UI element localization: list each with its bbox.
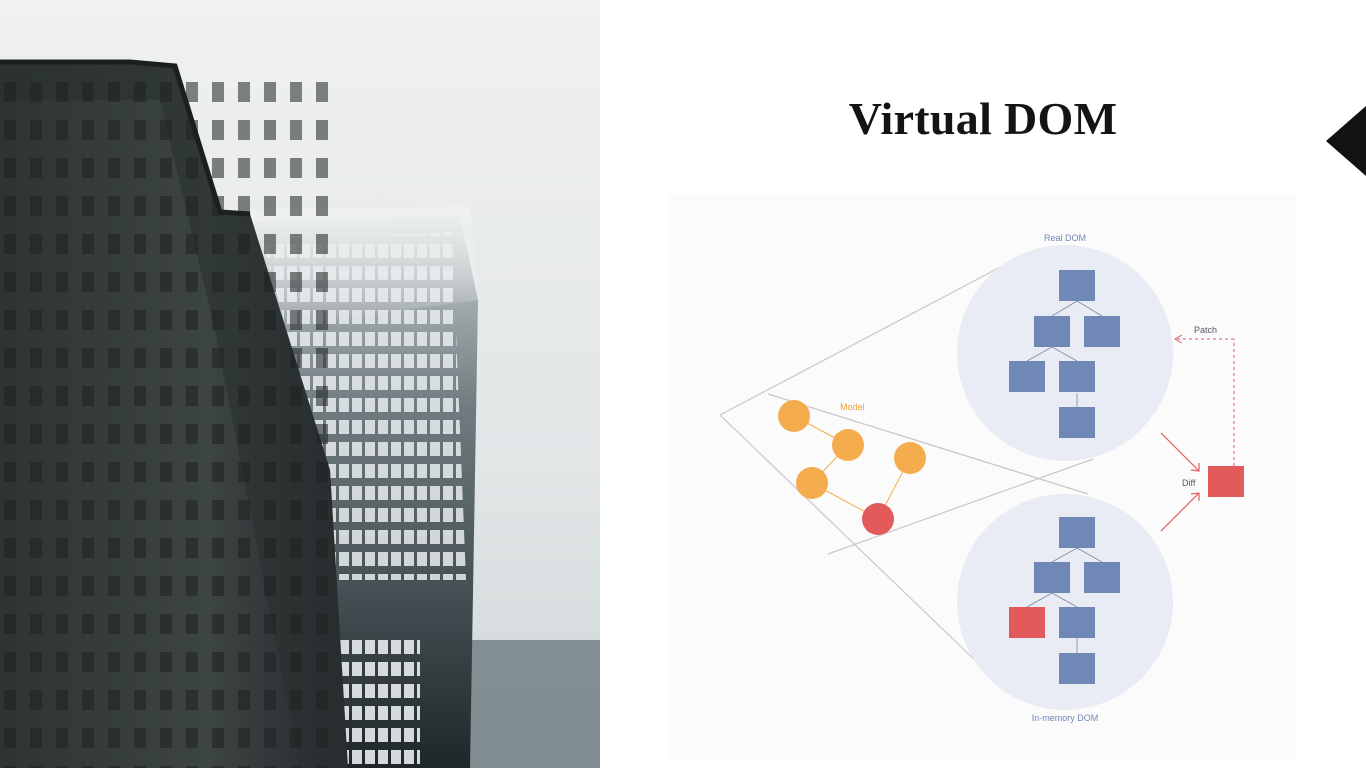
diff-arrows	[1160, 432, 1200, 532]
model-changed-node	[862, 503, 894, 535]
diff-label: Diff	[1182, 478, 1196, 488]
slide-title: Virtual DOM	[848, 93, 1118, 144]
patch-arrowhead	[1173, 334, 1183, 344]
real-dom-circle	[957, 245, 1173, 461]
perspective-lines	[719, 261, 1094, 690]
in-memory-dom-node	[1059, 653, 1095, 684]
model-node	[796, 467, 828, 499]
in-memory-dom-nodes	[1009, 517, 1120, 684]
in-memory-dom-label: In-memory DOM	[1032, 713, 1099, 723]
in-memory-dom-circle	[957, 494, 1173, 710]
patch-label: Patch	[1194, 325, 1217, 335]
real-dom-node	[1059, 407, 1095, 438]
in-memory-dom-tree	[1026, 547, 1103, 653]
in-memory-dom-changed-node	[1009, 607, 1045, 638]
diff-box	[1208, 466, 1244, 497]
real-dom-node	[1034, 316, 1070, 347]
model-node	[778, 400, 810, 432]
real-dom-node	[1009, 361, 1045, 392]
in-memory-dom-node	[1059, 607, 1095, 638]
model-label: Model	[840, 402, 865, 412]
real-dom-label: Real DOM	[1044, 233, 1086, 243]
real-dom-tree	[1026, 300, 1103, 407]
real-dom-node	[1059, 361, 1095, 392]
model-nodes	[778, 400, 926, 535]
skyscrapers-in-fog-image	[0, 0, 600, 768]
in-memory-dom-node	[1084, 562, 1120, 593]
patch-arrow	[1176, 338, 1235, 466]
real-dom-node	[1059, 270, 1095, 301]
real-dom-node	[1084, 316, 1120, 347]
real-dom-nodes	[1009, 270, 1120, 438]
model-node	[832, 429, 864, 461]
in-memory-dom-node	[1034, 562, 1070, 593]
virtual-dom-diagram: Real DOM In-memory DOM	[668, 194, 1296, 760]
in-memory-dom-node	[1059, 517, 1095, 548]
model-node	[894, 442, 926, 474]
nav-arrow-left-icon[interactable]	[1326, 106, 1366, 176]
